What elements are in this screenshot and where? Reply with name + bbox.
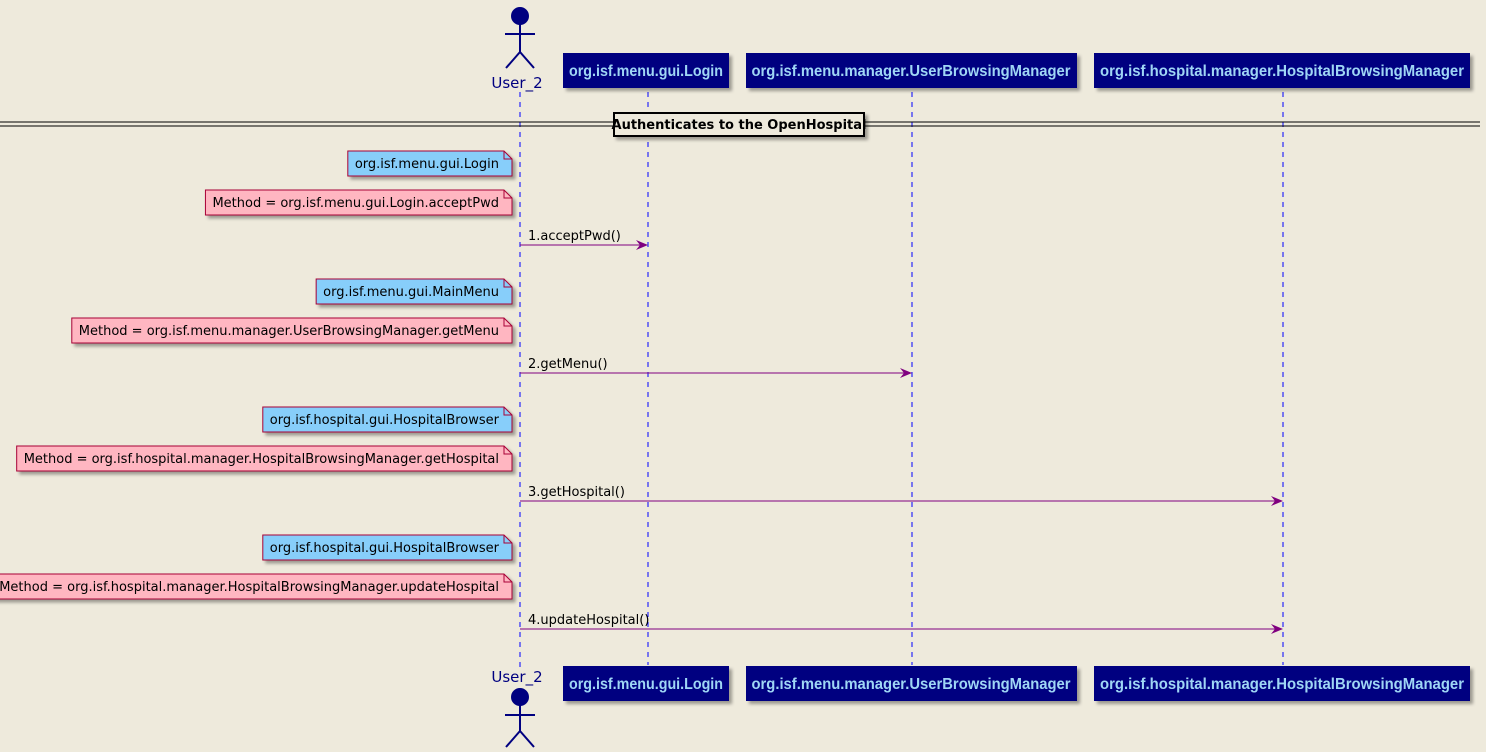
actor-top[interactable]: User_2 [491, 7, 543, 93]
method-note-3: Method = org.isf.hospital.manager.Hospit… [16, 445, 513, 472]
method-note-4: Method = org.isf.hospital.manager.Hospit… [0, 573, 513, 600]
class-note-2: org.isf.menu.gui.MainMenu [315, 278, 513, 305]
class-note-1: org.isf.menu.gui.Login [347, 150, 513, 177]
method-note-1-text: Method = org.isf.menu.gui.Login.acceptPw… [212, 196, 499, 211]
participant-label: org.isf.hospital.manager.HospitalBrowsin… [1100, 63, 1464, 80]
class-note-3-text: org.isf.hospital.gui.HospitalBrowser [270, 413, 500, 428]
class-note-4-text: org.isf.hospital.gui.HospitalBrowser [270, 541, 500, 556]
arrowhead-icon [1271, 496, 1283, 506]
message-label: 4.updateHospital() [528, 613, 649, 628]
message-label: 2.getMenu() [528, 357, 608, 372]
participant-label: org.isf.menu.manager.UserBrowsingManager [752, 676, 1071, 693]
divider-label: Authenticates to the OpenHospital [612, 118, 867, 133]
participant-box-bottom-1[interactable]: org.isf.menu.gui.Login [563, 666, 729, 701]
arrowhead-icon [900, 368, 912, 378]
participant-box-bottom-3[interactable]: org.isf.hospital.manager.HospitalBrowsin… [1094, 666, 1470, 701]
message-3: 3.getHospital() [520, 485, 1283, 506]
lifelines [519, 92, 1284, 670]
message-label: 1.acceptPwd() [528, 229, 621, 244]
class-note-2-text: org.isf.menu.gui.MainMenu [323, 285, 499, 300]
participant-label: org.isf.menu.gui.Login [569, 63, 723, 80]
message-4: 4.updateHospital() [520, 613, 1283, 634]
participant-label: org.isf.menu.gui.Login [569, 676, 723, 693]
participant-box-top-3[interactable]: org.isf.hospital.manager.HospitalBrowsin… [1094, 53, 1470, 88]
message-1: 1.acceptPwd() [520, 229, 648, 250]
message-2: 2.getMenu() [520, 357, 912, 378]
divider: Authenticates to the OpenHospital [0, 112, 1480, 137]
class-note-4: org.isf.hospital.gui.HospitalBrowser [262, 534, 513, 561]
class-note-3: org.isf.hospital.gui.HospitalBrowser [262, 406, 513, 433]
method-note-4-text: Method = org.isf.hospital.manager.Hospit… [0, 580, 499, 595]
participant-box-bottom-2[interactable]: org.isf.menu.manager.UserBrowsingManager [746, 666, 1077, 701]
method-note-2-text: Method = org.isf.menu.manager.UserBrowsi… [79, 324, 499, 339]
class-note-1-text: org.isf.menu.gui.Login [355, 157, 499, 172]
method-note-1: Method = org.isf.menu.gui.Login.acceptPw… [204, 189, 513, 216]
actor-figure-icon [505, 688, 535, 748]
method-note-3-text: Method = org.isf.hospital.manager.Hospit… [24, 452, 499, 467]
participant-label: org.isf.hospital.manager.HospitalBrowsin… [1100, 676, 1464, 693]
actor-bottom[interactable]: User_2 [491, 668, 543, 748]
participant-label: org.isf.menu.manager.UserBrowsingManager [752, 63, 1071, 80]
message-label: 3.getHospital() [528, 485, 625, 500]
participant-box-top-1[interactable]: org.isf.menu.gui.Login [563, 53, 729, 88]
actor-label-top: User_2 [491, 74, 542, 93]
method-note-2: Method = org.isf.menu.manager.UserBrowsi… [71, 317, 513, 344]
arrowhead-icon [636, 240, 648, 250]
participant-box-top-2[interactable]: org.isf.menu.manager.UserBrowsingManager [746, 53, 1077, 88]
actor-label-bottom: User_2 [491, 668, 542, 687]
arrowhead-icon [1271, 624, 1283, 634]
actor-figure-icon [505, 7, 535, 69]
